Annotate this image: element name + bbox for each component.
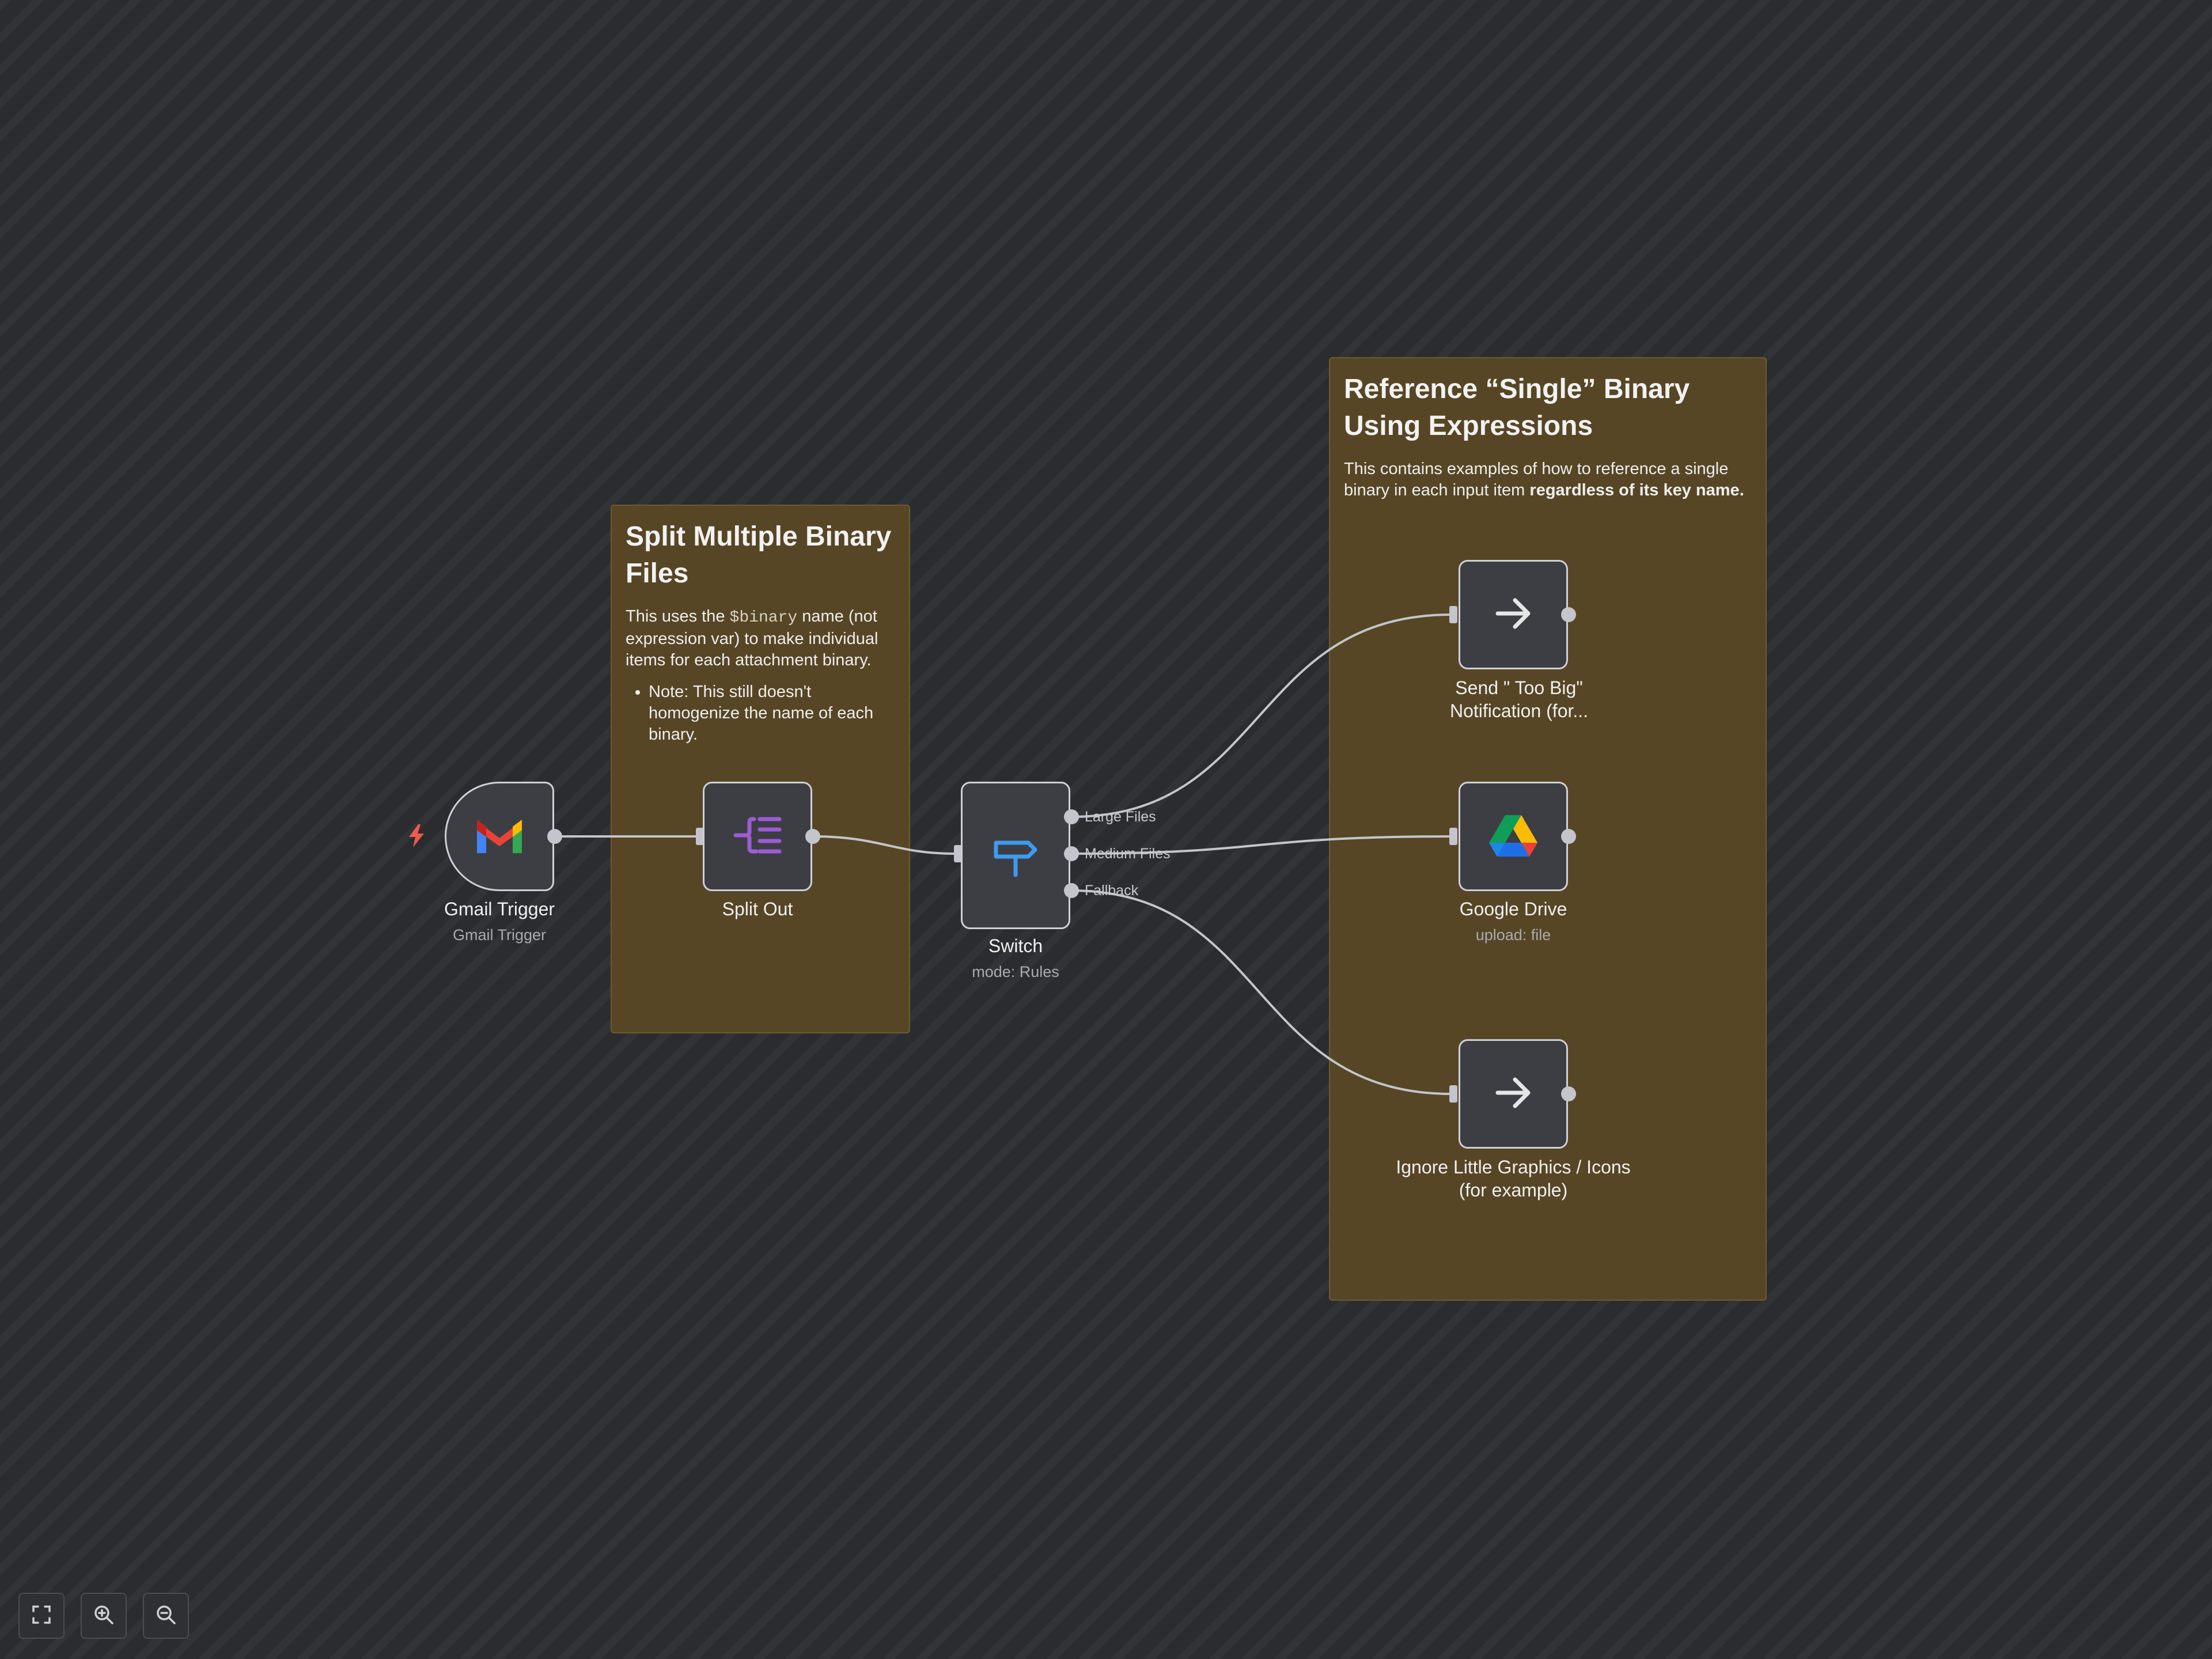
signpost-icon (993, 831, 1039, 880)
arrow-right-icon (1493, 593, 1533, 637)
split-output-port[interactable] (805, 829, 820, 844)
edge-switch-gdrive[interactable] (1071, 835, 1452, 855)
sticky-split-text: This uses the $binary name (not expressi… (626, 606, 895, 671)
sticky-split-list: Note: This still doesn't homogenize the … (626, 681, 895, 745)
sticky-split-title: Split Multiple Binary Files (626, 521, 892, 589)
google-drive-node[interactable] (1459, 782, 1568, 891)
gdrive-output-port[interactable] (1561, 829, 1576, 844)
switch-title: Switch (988, 935, 1043, 956)
switch-output-port-large[interactable] (1064, 809, 1079, 824)
split-out-icon (733, 813, 782, 860)
send-too-big-node[interactable] (1459, 560, 1568, 669)
sticky-ref-title: Reference “Single” Binary Using Expressi… (1344, 374, 1690, 441)
sticky-split-bullet: Note: This still doesn't homogenize the … (649, 681, 895, 745)
gmail-trigger-node[interactable] (445, 782, 554, 891)
sticky-ref-text-bold: regardless of its key name. (1529, 481, 1744, 499)
google-drive-title: Google Drive (1459, 899, 1567, 919)
ignore-graphics-title: Ignore Little Graphics / Icons (for exam… (1396, 1157, 1631, 1200)
split-input-port[interactable] (696, 828, 704, 845)
gmail-icon (474, 815, 525, 858)
switch-output-port-medium[interactable] (1064, 846, 1079, 861)
google-drive-subtitle: upload: file (1475, 926, 1551, 944)
split-out-title: Split Out (722, 899, 793, 919)
gmail-output-port[interactable] (547, 829, 562, 844)
edge-split-switch[interactable] (812, 835, 957, 855)
sticky-ref-text-plain: This contains examples of how to referen… (1344, 460, 1729, 499)
send-too-big-title: Send " Too Big" Notification (for... (1449, 677, 1589, 721)
edge-switch-ignore[interactable] (1071, 889, 1452, 1095)
trigger-bolt-icon (407, 824, 426, 847)
zoom-out-icon (156, 1604, 176, 1628)
sticky-split-text-after: name (not expression var) to make indivi… (626, 607, 878, 669)
google-drive-icon (1489, 814, 1537, 859)
sticky-split-code: $binary (729, 609, 798, 627)
sticky-ref-text: This contains examples of how to referen… (1344, 459, 1752, 501)
fit-view-icon (32, 1605, 51, 1627)
gmail-trigger-subtitle: Gmail Trigger (452, 926, 547, 944)
gmail-trigger-title: Gmail Trigger (444, 899, 555, 919)
zoom-in-icon (93, 1604, 114, 1628)
fit-view-button[interactable] (18, 1593, 65, 1639)
edge-switch-toobig[interactable] (1071, 613, 1452, 818)
gdrive-input-port[interactable] (1449, 828, 1457, 845)
switch-output-label-large: Large Files (1085, 809, 1156, 825)
split-out-node[interactable] (703, 782, 812, 891)
arrow-right-icon (1493, 1073, 1533, 1116)
switch-subtitle: mode: Rules (972, 963, 1059, 980)
sticky-split-text-before: This uses the (626, 607, 730, 626)
zoom-in-button[interactable] (81, 1593, 127, 1639)
ignore-input-port[interactable] (1449, 1085, 1457, 1103)
switch-output-label-fallback: Fallback (1085, 882, 1139, 899)
ignore-output-port[interactable] (1561, 1086, 1576, 1101)
zoom-out-button[interactable] (143, 1593, 189, 1639)
ignore-graphics-node[interactable] (1459, 1039, 1568, 1149)
switch-output-port-fallback[interactable] (1064, 883, 1079, 898)
sticky-note-split[interactable]: Split Multiple Binary Files This uses th… (611, 505, 910, 1033)
switch-output-label-medium: Medium Files (1085, 846, 1171, 862)
switch-node[interactable] (961, 782, 1070, 929)
toobig-input-port[interactable] (1449, 606, 1457, 623)
switch-input-port[interactable] (954, 845, 962, 862)
toobig-output-port[interactable] (1561, 607, 1576, 622)
